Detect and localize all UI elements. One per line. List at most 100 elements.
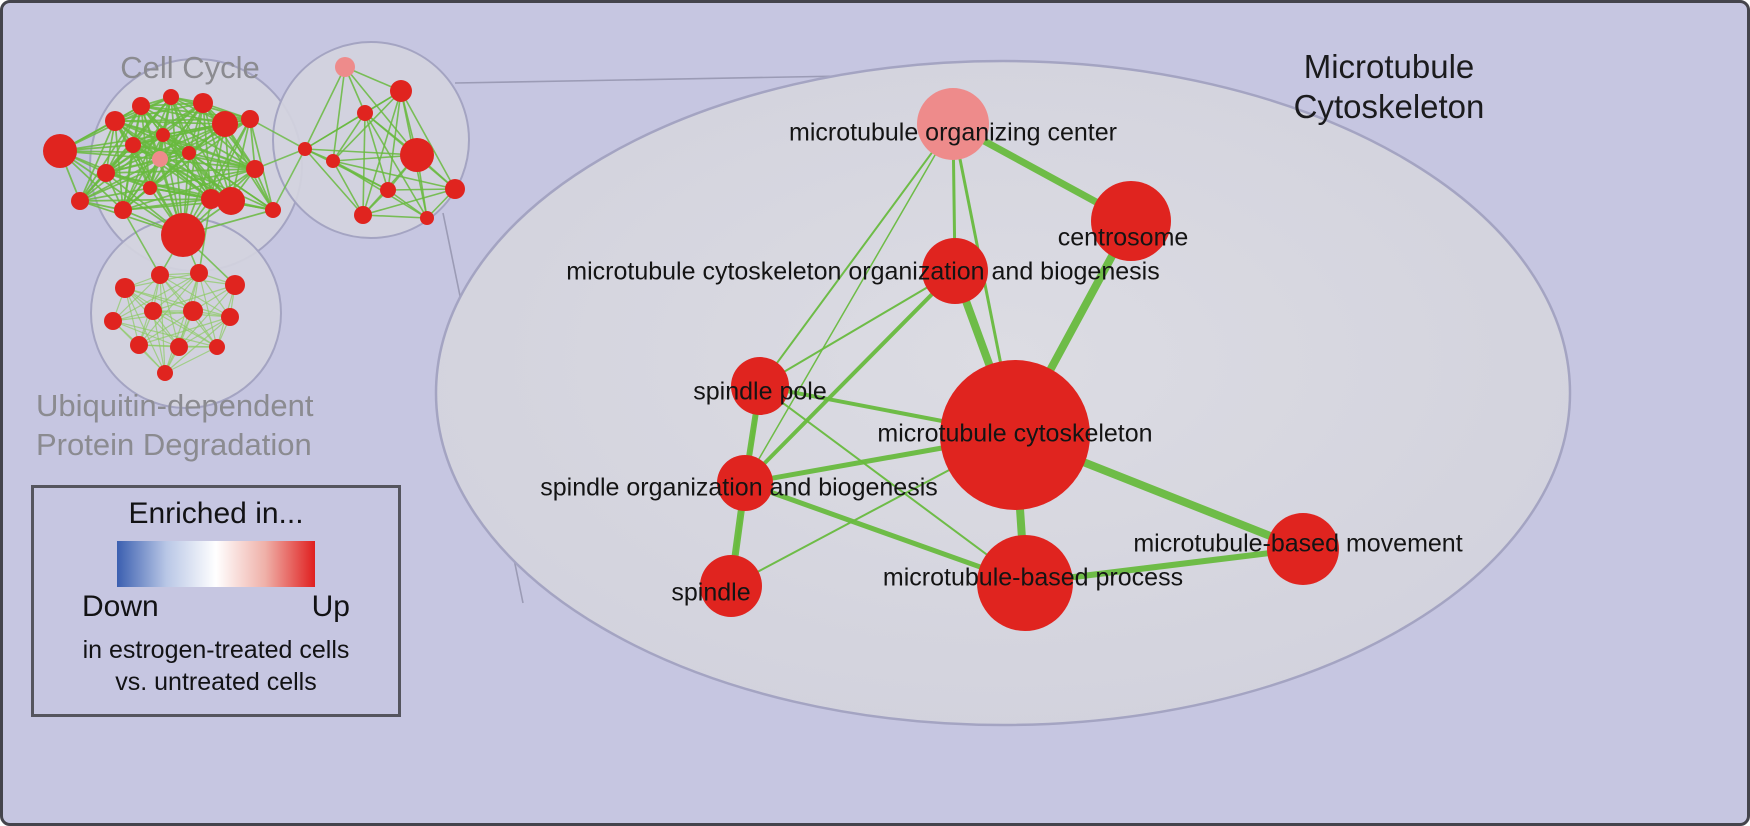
- mini-cluster-edge: [112, 320, 180, 348]
- mini-cluster-edge: [124, 287, 194, 312]
- mini-cluster-edge: [304, 148, 389, 191]
- legend-up-label: Up: [311, 589, 350, 623]
- mini-cluster-edge: [249, 118, 306, 150]
- mini-gene-set-node: [265, 202, 281, 218]
- overlap-edge-spindle_pole-mbp: [759, 385, 1026, 584]
- mini-gene-set-node: [161, 213, 205, 257]
- microtubule-cluster-label-line2: Cytoskeleton: [1293, 87, 1485, 125]
- mini-cluster-edge: [332, 160, 456, 190]
- mini-cluster-edge: [152, 272, 200, 312]
- mini-cluster-edge: [272, 148, 306, 211]
- mini-cluster-edge: [332, 160, 364, 216]
- mini-cluster-edge: [79, 187, 151, 202]
- mini-cluster-edge: [105, 152, 190, 174]
- mini-cluster-edge: [79, 198, 212, 202]
- cell-cycle-cluster-label: Cell Cycle: [120, 50, 260, 85]
- mini-cluster-edge: [332, 66, 346, 162]
- gene-set-node-label-spindle: spindle: [671, 579, 750, 607]
- enrichment-legend: Enriched in... Down Up in estrogen-treat…: [31, 485, 401, 717]
- mini-gene-set-node: [125, 137, 141, 153]
- mini-gene-set-node: [144, 302, 162, 320]
- mini-gene-set-node: [190, 264, 208, 282]
- ubiquitin-cluster-label: Ubiquitin-dependent Protein Degradation: [36, 387, 314, 465]
- mini-gene-set-node: [420, 211, 434, 225]
- microtubule-cluster-label: Microtubule Cytoskeleton: [1294, 47, 1485, 126]
- mini-cluster-edge: [332, 112, 366, 162]
- mini-cluster-edge: [198, 272, 218, 348]
- gene-set-node-sob: [717, 455, 773, 511]
- mini-gene-set-node: [390, 80, 412, 102]
- mini-cluster-edge: [387, 189, 428, 219]
- mini-cluster-edge: [364, 112, 389, 191]
- mini-gene-set-node: [151, 266, 169, 284]
- mini-cluster-edge: [202, 102, 232, 202]
- gene-set-node-label-centrosome: centrosome: [1058, 224, 1189, 252]
- mini-cluster-edge: [79, 152, 190, 202]
- mini-cluster-edge: [304, 112, 366, 150]
- mini-cluster-edge: [138, 316, 231, 346]
- gene-set-node-centrosome: [1091, 181, 1171, 261]
- mini-cluster-edge: [138, 310, 194, 346]
- gene-set-node-mbm: [1267, 513, 1339, 585]
- mini-cluster-edge: [188, 152, 274, 211]
- mini-cluster-edge: [362, 214, 428, 219]
- gene-set-node-moc: [917, 88, 989, 160]
- cluster-circle-microtubule-cytoskeleton-mini: [272, 41, 470, 239]
- mini-cluster-edge: [304, 148, 364, 216]
- mini-gene-set-node: [209, 339, 225, 355]
- mini-gene-set-node: [241, 110, 259, 128]
- mini-cluster-edge: [188, 118, 251, 154]
- mini-gene-set-node: [400, 138, 434, 172]
- mini-cluster-edge: [162, 134, 212, 200]
- mini-gene-set-node: [201, 189, 221, 209]
- mini-gene-set-node: [130, 336, 148, 354]
- mini-gene-set-node: [357, 105, 373, 121]
- mini-cluster-edge: [152, 310, 166, 374]
- gene-set-node-mc: [940, 360, 1090, 510]
- mini-gene-set-node: [212, 111, 238, 137]
- mini-cluster-edge: [178, 316, 231, 348]
- mini-gene-set-node: [335, 57, 355, 77]
- mini-cluster-edge: [79, 120, 116, 202]
- mini-gene-set-node: [156, 128, 170, 142]
- mini-cluster-edge: [164, 272, 200, 374]
- gene-set-node-label-mbp: microtubule-based process: [883, 564, 1183, 592]
- mini-cluster-edge: [149, 102, 204, 189]
- mini-cluster-edge: [152, 284, 236, 312]
- mini-cluster-edge: [159, 158, 256, 170]
- mini-cluster-edge: [304, 148, 418, 156]
- mini-gene-set-node: [163, 89, 179, 105]
- mini-cluster-edge: [304, 66, 346, 150]
- mini-cluster-edge: [332, 90, 402, 162]
- mini-cluster-edge: [114, 120, 124, 211]
- microtubule-cluster-label-line1: Microtubule: [1303, 48, 1475, 85]
- overlap-edge-mcob-sob: [743, 269, 957, 485]
- mini-gene-set-node: [380, 182, 396, 198]
- mini-gene-set-node: [326, 154, 340, 168]
- mini-gene-set-node: [105, 111, 125, 131]
- overlap-edge-sob-mbp: [742, 480, 1028, 586]
- mini-cluster-edge: [105, 134, 164, 174]
- mini-cluster-edge: [182, 102, 204, 236]
- gene-set-node-mbp: [977, 535, 1073, 631]
- mini-gene-set-node: [445, 179, 465, 199]
- mini-cluster-edge: [178, 284, 236, 348]
- mini-cluster-edge: [112, 272, 200, 322]
- gene-set-node-label-spindle_pole: spindle pole: [693, 378, 826, 406]
- mini-cluster-edge: [112, 274, 161, 322]
- mini-gene-set-node: [183, 301, 203, 321]
- mini-cluster-edge: [138, 272, 200, 346]
- gene-set-node-spindle_pole: [731, 357, 789, 415]
- mini-cluster-edge: [149, 168, 256, 189]
- ubiquitin-cluster-label-line1: Ubiquitin-dependent: [36, 388, 314, 423]
- legend-down-label: Down: [82, 589, 159, 623]
- gene-set-node-label-sob: spindle organization and biogenesis: [540, 474, 938, 502]
- legend-caption-line2: vs. untreated cells: [115, 668, 317, 696]
- mini-gene-set-node: [71, 192, 89, 210]
- mini-cluster-edge: [79, 105, 142, 202]
- overlap-edge-mcob-spindle_pole: [759, 270, 956, 387]
- mini-cluster-edge: [105, 105, 142, 174]
- mini-gene-set-node: [221, 308, 239, 326]
